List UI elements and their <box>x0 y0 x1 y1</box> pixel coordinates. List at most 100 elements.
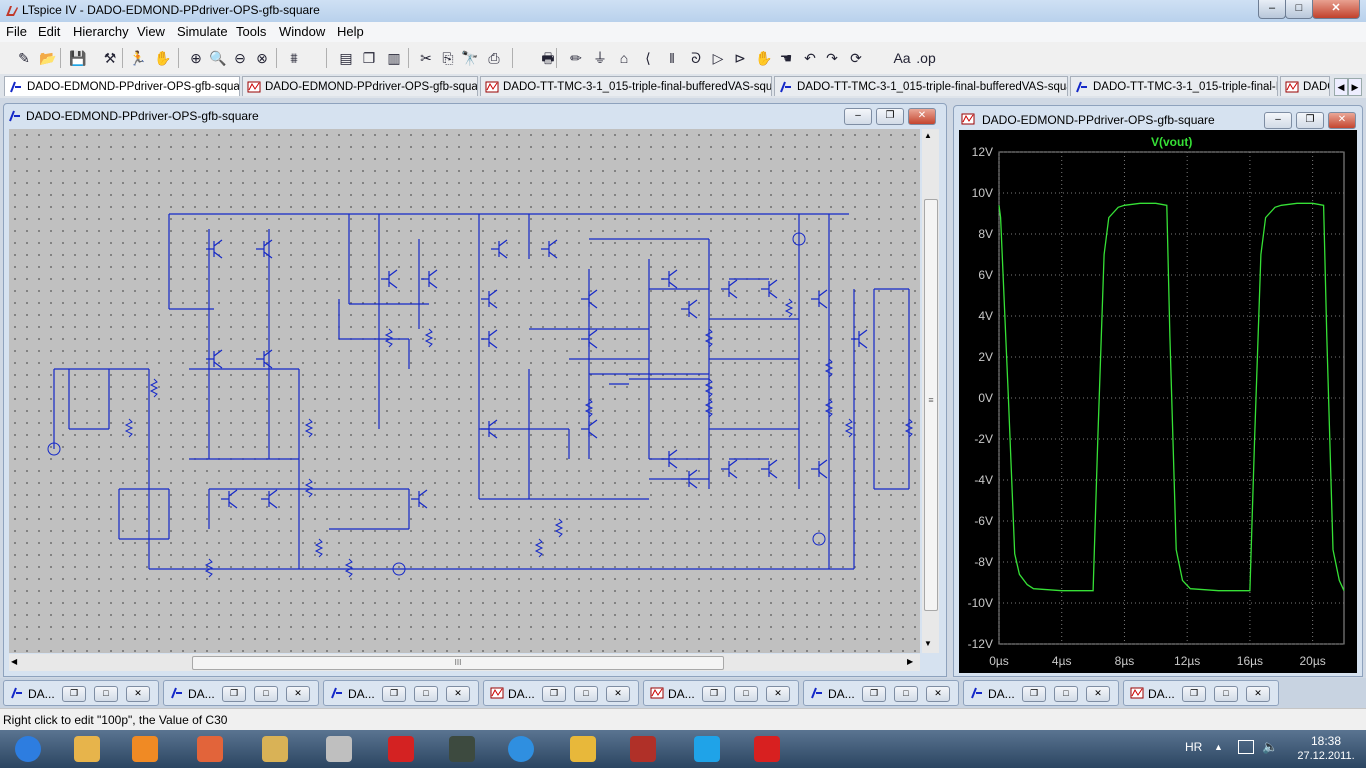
minimized-window[interactable]: DA...❐□✕ <box>163 680 319 706</box>
tab-waveform-2[interactable]: DADO-TT-TMC-3-1_015-triple-final-buffere… <box>480 76 772 96</box>
tile-vertical-icon[interactable]: ▥ <box>387 50 401 66</box>
capacitor-icon[interactable]: ‖ <box>669 50 675 66</box>
diode-icon[interactable]: ▷ <box>712 50 724 66</box>
restore-button[interactable]: ❐ <box>62 686 86 702</box>
ground-icon[interactable]: ⏚ <box>593 50 607 66</box>
minimized-window[interactable]: DA...❐□✕ <box>323 680 479 706</box>
maximize-button[interactable]: □ <box>1214 686 1238 702</box>
save-icon[interactable]: 💾 <box>69 50 87 66</box>
tab-waveform-1[interactable]: DADO-EDMOND-PPdriver-OPS-gfb-square <box>242 76 478 96</box>
taskbar-start-orb-icon[interactable] <box>3 732 49 766</box>
tile-horizontal-icon[interactable]: ▤ <box>339 50 353 66</box>
restore-button[interactable]: ❐ <box>862 686 886 702</box>
print-setup-icon[interactable]: ⎙ <box>488 50 500 66</box>
close-button[interactable]: ✕ <box>446 686 470 702</box>
undo-icon[interactable]: ↶ <box>804 50 816 66</box>
schematic-close-button[interactable]: ✕ <box>908 108 936 125</box>
minimized-window[interactable]: DA...❐□✕ <box>803 680 959 706</box>
close-button[interactable]: ✕ <box>1312 0 1360 19</box>
clock-date[interactable]: 27.12.2011. <box>1297 750 1355 762</box>
close-button[interactable]: ✕ <box>1246 686 1270 702</box>
maximize-button[interactable]: □ <box>414 686 438 702</box>
taskbar-linkage-app-icon[interactable] <box>314 732 366 766</box>
menu-window[interactable]: Window <box>279 24 326 39</box>
close-button[interactable]: ✕ <box>286 686 310 702</box>
menu-file[interactable]: File <box>6 24 27 39</box>
close-button[interactable]: ✕ <box>766 686 790 702</box>
restore-button[interactable]: ❐ <box>1022 686 1046 702</box>
close-button[interactable]: ✕ <box>926 686 950 702</box>
zoom-in-icon[interactable]: ⊕ <box>190 50 202 66</box>
waveform-restore-button[interactable]: ❐ <box>1296 112 1324 129</box>
rotate-icon[interactable]: ⟳ <box>850 50 862 66</box>
autoscale-icon[interactable]: ⩩ <box>290 50 298 66</box>
menu-hierarchy[interactable]: Hierarchy <box>73 24 129 39</box>
zoom-fit-icon[interactable]: ⊗ <box>256 50 268 66</box>
vertical-scroll-thumb[interactable]: ≡ <box>924 199 938 611</box>
inductor-icon[interactable]: ᘐ <box>691 50 701 66</box>
restore-button[interactable]: ❐ <box>222 686 246 702</box>
minimized-window[interactable]: DA...❐□✕ <box>963 680 1119 706</box>
text-icon[interactable]: Aa <box>893 50 911 66</box>
waveform-close-button[interactable]: ✕ <box>1328 112 1356 129</box>
restore-button[interactable]: ❐ <box>382 686 406 702</box>
drag-icon[interactable]: ☚ <box>779 50 793 66</box>
taskbar-explorer-icon[interactable] <box>62 732 114 766</box>
taskbar-paint-app-icon[interactable] <box>742 732 794 766</box>
new-schematic-icon[interactable]: ✎ <box>18 50 30 66</box>
run-icon[interactable]: 🏃 <box>129 50 147 66</box>
menu-help[interactable]: Help <box>337 24 364 39</box>
tab-waveform-3[interactable]: DADO <box>1280 76 1330 96</box>
close-button[interactable]: ✕ <box>126 686 150 702</box>
maximize-button[interactable]: □ <box>574 686 598 702</box>
taskbar-skype-icon[interactable] <box>682 732 734 766</box>
network-icon[interactable] <box>1238 740 1254 754</box>
taskbar-oscilloscope-app-icon[interactable] <box>437 732 489 766</box>
scroll-right-arrow-icon[interactable]: ▶ <box>907 657 914 666</box>
scroll-left-arrow-icon[interactable]: ◀ <box>11 657 18 666</box>
tab-schematic-3[interactable]: DADO-TT-TMC-3-1_015-triple-final-III <box>1070 76 1278 96</box>
tray-show-hidden-icon[interactable]: ▲ <box>1214 742 1223 752</box>
menu-view[interactable]: View <box>137 24 165 39</box>
schematic-canvas[interactable] <box>9 129 920 653</box>
language-indicator[interactable]: HR <box>1185 740 1203 754</box>
menu-tools[interactable]: Tools <box>236 24 267 39</box>
tab-scroll-left-button[interactable]: ◀ <box>1334 78 1348 96</box>
maximize-button[interactable]: □ <box>734 686 758 702</box>
scroll-up-arrow-icon[interactable]: ▲ <box>924 131 932 140</box>
maximize-button[interactable]: □ <box>94 686 118 702</box>
minimized-window[interactable]: DA...❐□✕ <box>3 680 159 706</box>
tab-schematic-2[interactable]: DADO-TT-TMC-3-1_015-triple-final-buffere… <box>774 76 1068 96</box>
maximize-button[interactable]: □ <box>1054 686 1078 702</box>
copy-icon[interactable]: ⎘ <box>442 50 454 66</box>
menu-edit[interactable]: Edit <box>38 24 61 39</box>
cascade-icon[interactable]: ❐ <box>362 50 376 66</box>
close-button[interactable]: ✕ <box>1086 686 1110 702</box>
find-icon[interactable]: 🔭 <box>461 50 479 66</box>
draw-wire-icon[interactable]: ✏ <box>570 50 582 66</box>
clock-time[interactable]: 18:38 <box>1310 734 1342 748</box>
minimized-window[interactable]: DA...❐□✕ <box>643 680 799 706</box>
open-icon[interactable]: 📂 <box>39 50 57 66</box>
horizontal-scrollbar[interactable]: ◀ III ▶ <box>9 654 920 671</box>
close-button[interactable]: ✕ <box>606 686 630 702</box>
taskbar-folder-icon[interactable] <box>250 732 302 766</box>
zoom-pan-icon[interactable]: 🔍 <box>209 50 227 66</box>
redo-icon[interactable]: ↷ <box>826 50 838 66</box>
minimize-button[interactable]: – <box>1258 0 1286 19</box>
zoom-out-icon[interactable]: ⊖ <box>234 50 246 66</box>
vertical-scrollbar[interactable]: ▲ ≡ ▼ <box>922 129 939 653</box>
restore-button[interactable]: ❐ <box>1182 686 1206 702</box>
restore-button[interactable]: ❐ <box>702 686 726 702</box>
component-icon[interactable]: ⊳ <box>734 50 746 66</box>
waveform-minimize-button[interactable]: – <box>1264 112 1292 129</box>
tab-schematic-1[interactable]: DADO-EDMOND-PPdriver-OPS-gfb-square <box>4 76 240 96</box>
print-icon[interactable]: 🖶 <box>541 50 555 66</box>
menu-simulate[interactable]: Simulate <box>177 24 228 39</box>
taskbar-media-player-icon[interactable] <box>120 732 172 766</box>
taskbar-security-app-icon[interactable] <box>376 732 428 766</box>
maximize-button[interactable]: □ <box>1285 0 1313 19</box>
trace-label[interactable]: V(vout) <box>1151 135 1193 149</box>
scroll-down-arrow-icon[interactable]: ▼ <box>924 639 932 648</box>
